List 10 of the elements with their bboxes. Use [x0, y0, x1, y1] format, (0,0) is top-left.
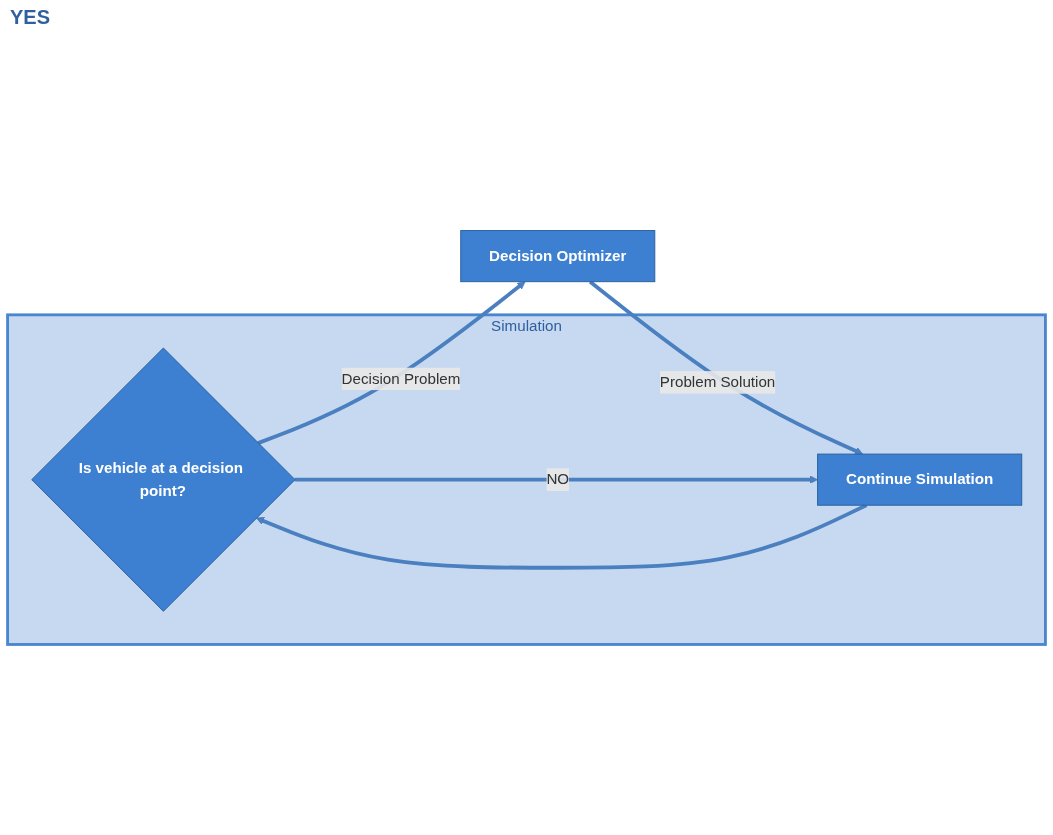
arrow — [294, 475, 818, 484]
arrow — [588, 280, 864, 455]
node-diamond: Is vehicle at a decision point? — [31, 347, 296, 612]
edge-label: NO — [546, 471, 570, 488]
edge-label: Problem Solution — [659, 373, 776, 391]
edge-label: Decision Problem — [341, 370, 461, 387]
arrow — [257, 281, 526, 445]
node-box: Continue Simulation — [817, 453, 1023, 506]
answer-label: YES — [10, 6, 51, 29]
node-box: Decision Optimizer — [460, 230, 656, 283]
